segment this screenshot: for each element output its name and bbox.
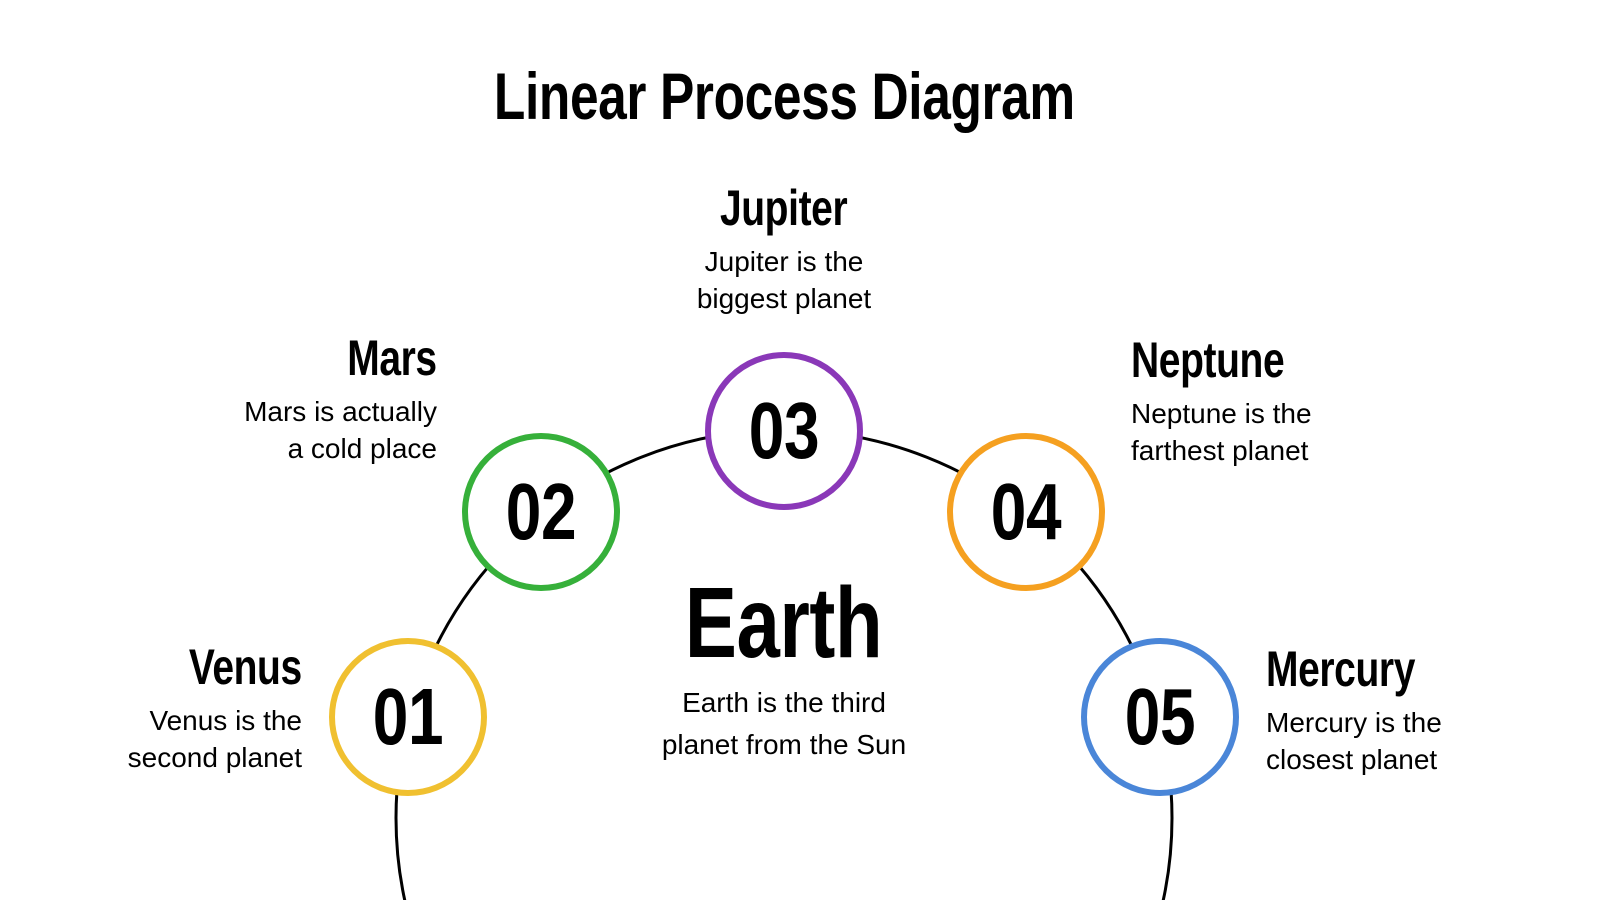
step-number-02: 02 xyxy=(463,434,619,590)
step-label-jupiter: Jupiter Jupiter is the biggest planet xyxy=(604,179,964,317)
step-description: Mercury is the closest planet xyxy=(1266,707,1442,775)
step-label-mars: Mars Mars is actually a cold place xyxy=(177,329,437,467)
step-number-text: 02 xyxy=(505,467,577,556)
step-circle-03 xyxy=(705,352,863,510)
step-description: Venus is the second planet xyxy=(127,705,302,773)
step-heading: Mercury xyxy=(1266,641,1416,697)
page-title-container: Linear Process Diagram xyxy=(0,56,1568,136)
center-label-earth: Earth Earth is the third planet from the… xyxy=(584,568,984,766)
page-title: Linear Process Diagram xyxy=(493,59,1075,133)
step-label-mercury: Mercury Mercury is the closest planet xyxy=(1266,640,1546,778)
step-number-text: 01 xyxy=(372,672,444,761)
step-circle-04 xyxy=(947,433,1105,591)
step-number-03: 03 xyxy=(706,353,862,509)
step-heading: Jupiter xyxy=(720,180,848,236)
step-circle-05 xyxy=(1081,638,1239,796)
step-number-text: 05 xyxy=(1124,672,1196,761)
center-description: Earth is the third planet from the Sun xyxy=(661,687,907,760)
step-description: Mars is actually a cold place xyxy=(244,396,437,464)
step-number-text: 03 xyxy=(748,386,820,475)
step-label-neptune: Neptune Neptune is the farthest planet xyxy=(1131,331,1411,469)
step-circle-02 xyxy=(462,433,620,591)
step-label-venus: Venus Venus is the second planet xyxy=(62,638,303,776)
step-number-text: 04 xyxy=(990,467,1062,556)
step-heading: Neptune xyxy=(1131,332,1285,388)
step-number-01: 01 xyxy=(330,639,486,795)
step-description: Neptune is the farthest planet xyxy=(1131,398,1312,466)
step-circle-01 xyxy=(329,638,487,796)
step-heading: Venus xyxy=(189,639,302,695)
step-heading: Mars xyxy=(347,330,438,386)
step-number-04: 04 xyxy=(948,434,1104,590)
step-description: Jupiter is the biggest planet xyxy=(696,246,872,314)
step-number-05: 05 xyxy=(1082,639,1238,795)
center-heading: Earth xyxy=(685,567,883,679)
